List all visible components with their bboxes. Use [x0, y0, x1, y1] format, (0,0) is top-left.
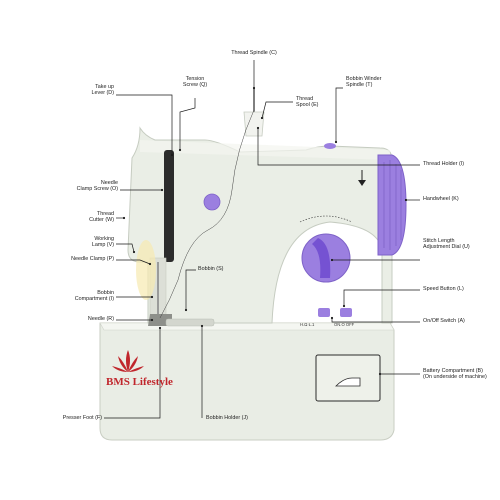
label-tension-screw: Tension Screw (Q) [172, 76, 218, 89]
label-on-off-switch: On/Off Switch (A) [423, 318, 465, 324]
label-thread-spindle: Thread Spindle (C) [231, 50, 277, 56]
label-needle-clamp: Needle Clamp (P) [71, 256, 114, 262]
thread-spool-shape [243, 111, 265, 137]
label-tension-screw-line2: Screw (Q) [182, 82, 208, 89]
label-battery-compartment: Battery Compartment (B) (On underside of… [423, 368, 487, 381]
leader-lines [104, 60, 420, 419]
label-take-up-lever-line1: Take up [95, 84, 114, 90]
speed-button-marks: H.Ω Ɫ.1 [300, 322, 315, 327]
brand-name: BMS Lifestyle [106, 376, 173, 388]
label-thread-cutter-line2: Cutter (W) [89, 217, 114, 224]
label-bobbin-compartment-line1: Bobbin [97, 290, 114, 296]
speed-button-shape [318, 308, 330, 317]
lamp-glow [136, 240, 156, 300]
label-thread-cutter: Thread Cutter (W) [70, 211, 114, 224]
battery-compartment-shape [315, 354, 381, 402]
label-bobbin-winder-line1: Bobbin Winder [346, 76, 382, 82]
machine-base [99, 322, 395, 441]
label-thread-holder: Thread Holder (I) [423, 161, 465, 167]
label-thread-cutter-line1: Thread [96, 211, 114, 217]
label-presser-foot: Presser Foot (F) [62, 415, 102, 421]
label-handwheel: Handwheel (K) [423, 196, 459, 202]
label-take-up-lever: Take up Lever (D) [70, 84, 114, 97]
needle-plate [165, 318, 215, 327]
label-needle-clamp-screw-line1: Needle [100, 180, 118, 186]
label-take-up-lever-line2: Lever (D) [91, 90, 114, 97]
label-thread-spool: Thread Spool (E) [296, 96, 318, 109]
label-working-lamp-line1: Working [94, 236, 114, 242]
lotus-logo [112, 350, 144, 372]
tension-dial-shape [203, 193, 221, 211]
label-bobbin-compartment: Bobbin Compartment (I) [54, 290, 114, 303]
label-battery-line2: (On underside of machine) [423, 374, 487, 381]
label-thread-spool-line2: Spool (E) [296, 102, 319, 109]
label-thread-spool-line1: Thread [296, 96, 314, 102]
label-working-lamp-line2: Lamp (V) [91, 242, 114, 249]
label-needle-clamp-screw: Needle Clamp Screw (O) [56, 180, 118, 193]
label-stitch-dial-line2: Adjustment Dial (U) [423, 244, 470, 251]
power-button-shape [340, 308, 352, 317]
label-battery-line1: Battery Compartment (B) [423, 368, 483, 374]
label-stitch-dial-line1: Stitch Length [423, 238, 455, 244]
take-up-slot [164, 150, 174, 262]
label-working-lamp: Working Lamp (V) [70, 236, 114, 249]
label-tension-screw-line1: Tension [185, 76, 205, 82]
label-bobbin: Bobbin (S) [198, 266, 224, 272]
label-needle: Needle (R) [87, 316, 114, 322]
label-bobbin-compartment-line2: Compartment (I) [74, 296, 114, 303]
label-speed-button: Speed Button (L) [423, 286, 464, 292]
label-bobbin-winder-line2: Spindle (T) [346, 82, 373, 89]
handwheel-shape [377, 154, 407, 256]
label-stitch-dial: Stitch Length Adjustment Dial (U) [423, 238, 470, 251]
label-bobbin-winder: Bobbin Winder Spindle (T) [346, 76, 381, 89]
label-needle-clamp-screw-line2: Clamp Screw (O) [76, 186, 118, 193]
power-button-marks: ON.O OFF [334, 322, 355, 327]
label-bobbin-holder: Bobbin Holder (J) [206, 415, 248, 421]
